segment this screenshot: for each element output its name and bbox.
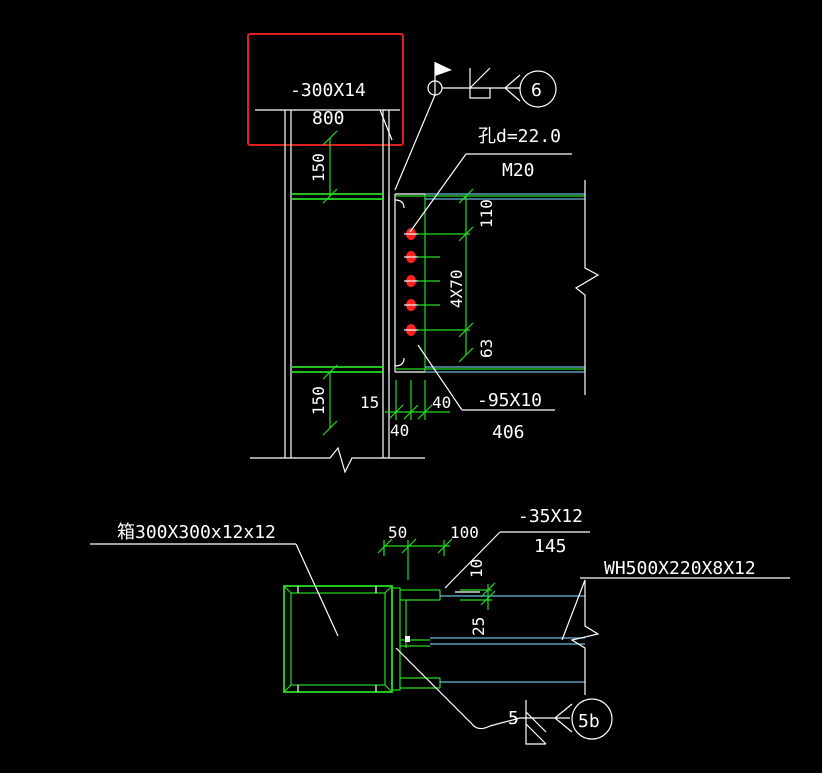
dim-25-label: 25 (469, 617, 488, 636)
stiffener-label: -35X12 (518, 506, 583, 527)
dim-4x70-label: 4X70 (447, 269, 466, 308)
dim-10-label: 10 (467, 559, 486, 578)
dim-15-label: 15 (360, 393, 379, 412)
hole-spec-label: 孔d=22.0 (478, 126, 561, 147)
bolt-group (404, 228, 418, 336)
plate-side-label: -95X10 (477, 390, 542, 411)
bolt-spec-label: M20 (502, 160, 535, 181)
weld-symbol-top-label: 6 (531, 80, 542, 101)
weld-leg-label: 5 (508, 708, 519, 729)
dim-150-bot-label: 150 (309, 386, 328, 415)
plate-side-length-label: 406 (492, 422, 525, 443)
stiffener-length-label: 145 (534, 536, 567, 557)
dim-150-top-label: 150 (309, 153, 328, 182)
plate-top-label: -300X14 (290, 80, 366, 101)
dim-40b-label: 40 (390, 421, 409, 440)
selection-rectangle[interactable] (247, 33, 404, 146)
dim-40a-label: 40 (432, 393, 451, 412)
plate-top-length-label: 800 (312, 108, 345, 129)
plan-view (90, 531, 790, 745)
elevation-view (250, 62, 600, 474)
box-section-label: 箱300X300x12x12 (117, 522, 276, 543)
dim-100-label: 100 (450, 523, 479, 542)
dim-63-label: 63 (477, 339, 496, 358)
beam-section-label: WH500X220X8X12 (604, 558, 756, 579)
dim-110-label: 110 (477, 199, 496, 228)
dim-50-label: 50 (388, 523, 407, 542)
weld-symbol-bottom-label: 5b (578, 711, 600, 732)
